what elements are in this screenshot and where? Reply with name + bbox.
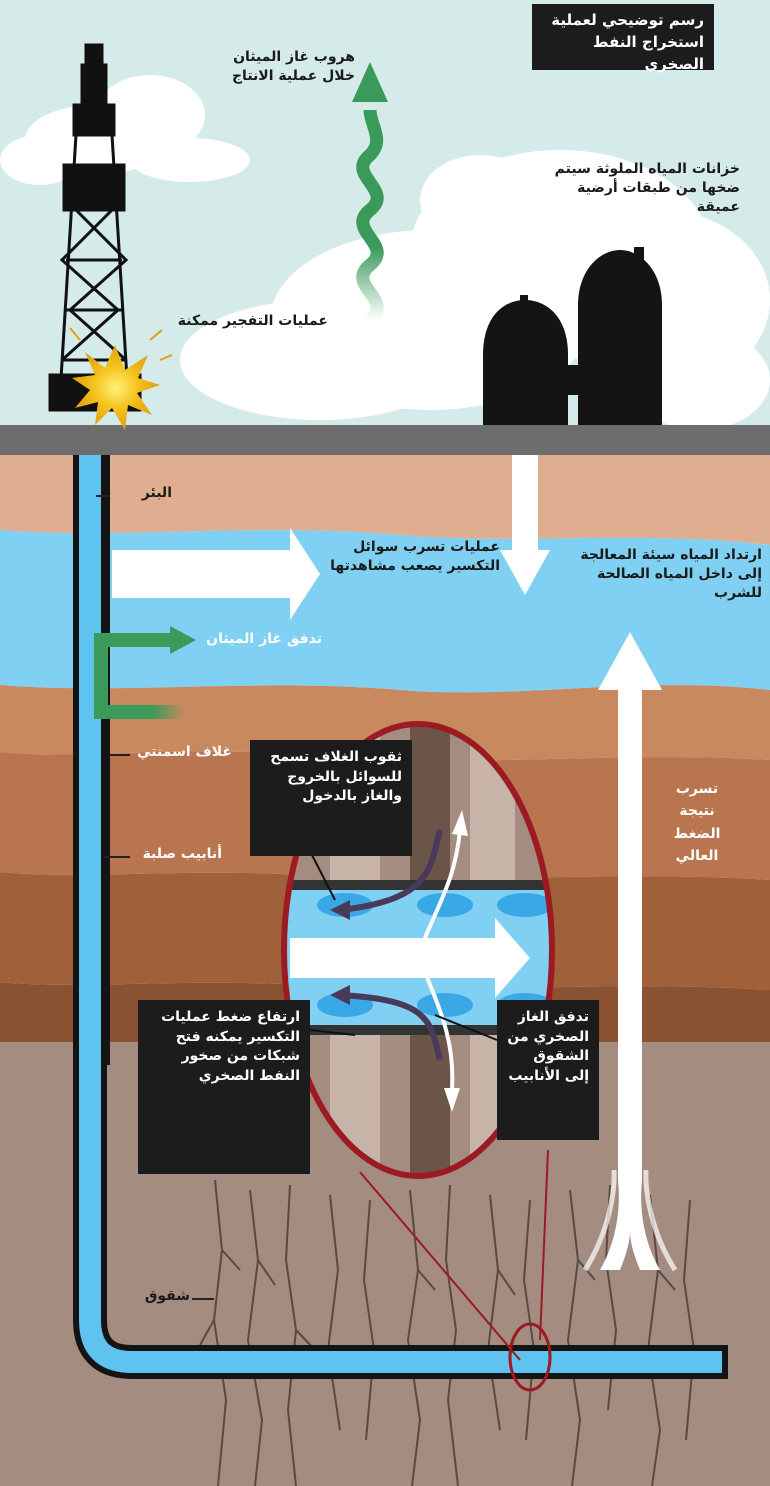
tick-cracks	[192, 1298, 214, 1300]
shale-cracks	[199, 1179, 696, 1486]
label-methane-escape: هروب غاز الميثان خلال عملية الانتاج	[231, 49, 355, 84]
label-high-pressure-leak: تسرب نتيجة الضغط العالي	[673, 781, 721, 865]
water-tanks	[483, 247, 662, 425]
zoom-connector	[359, 1149, 552, 1392]
ground-surface	[0, 425, 770, 455]
zoom-detail	[284, 724, 552, 1176]
label-backflow: ارتداد المياه سيئة المعالجة إلى داخل الم…	[580, 547, 762, 601]
soil-layer-mid	[0, 685, 770, 761]
label-explosion: عمليات التفجير ممكنة	[177, 313, 328, 329]
methane-escape-trail	[356, 109, 384, 326]
soil-layer-top	[0, 455, 770, 545]
label-well: البئر	[141, 485, 172, 501]
tank-down-arrow	[512, 455, 538, 555]
methane-flow-fade	[94, 660, 185, 719]
methane-escape-arrowhead	[352, 62, 388, 102]
label-formation-pressure: ضغط عال جدا من الطبقة	[319, 946, 495, 962]
label-fluid-leak: عمليات تسرب سوائل التكسير يصعب مشاهدتها	[330, 539, 500, 574]
label-tanks: خزانات المياه الملوثة سيتم ضخها من طبقات…	[554, 161, 740, 215]
well-pipe	[79, 455, 722, 1373]
label-steel-pipes: أنابيب صلبة	[142, 846, 222, 862]
zoom-circle-outline	[281, 721, 555, 1179]
box-casing-holes: ثقوب الغلاف تسمح للسوائل بالخروج والغاز …	[250, 740, 412, 856]
box-pointers	[309, 854, 498, 1041]
diagram-title: رسم توضيحي لعملية استخراج النفط الصخري	[532, 4, 714, 73]
label-methane-flow: تدفق غاز الميثان	[206, 631, 322, 647]
label-cracks: شقوق	[144, 1288, 190, 1304]
pressure-leak-arrow	[600, 680, 660, 1270]
tick-well	[96, 495, 110, 497]
label-cement-casing: غلاف اسمنتي	[137, 744, 232, 760]
fluid-leak-arrow	[112, 528, 320, 620]
tick-pipes	[104, 856, 130, 858]
explosion-burst	[69, 327, 173, 430]
box-gas-flow: تدفق الغاز الصخري من الشقوق إلى الأنابيب	[497, 1000, 599, 1140]
tick-cement	[110, 754, 130, 756]
box-frac-pressure: ارتفاع ضغط عمليات التكسير يمكنه فتح شبكا…	[138, 1000, 310, 1174]
